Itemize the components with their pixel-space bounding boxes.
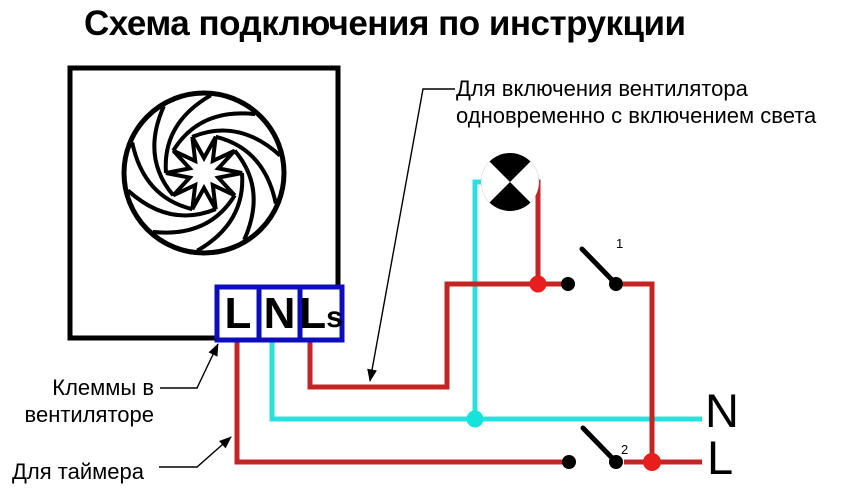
lamp-icon <box>481 153 539 211</box>
wire-lamp-neutral <box>472 179 488 419</box>
leader-light-annotation <box>367 88 455 382</box>
terminals-annotation-line1: Клеммы в <box>52 375 154 400</box>
terminal-block <box>214 284 345 343</box>
wire-ls-to-switch1 <box>307 281 568 390</box>
switch-2 <box>562 425 623 469</box>
terminal-label-n: N <box>259 289 300 339</box>
terminals-annotation-line2: вентиляторе <box>24 402 154 427</box>
fan-impeller-icon <box>121 90 287 256</box>
terminal-letter-sub: s <box>326 301 343 334</box>
switch1-number: 1 <box>616 236 624 251</box>
wire-switch1-down <box>623 281 655 462</box>
terminal-box-ls <box>297 284 345 343</box>
leader-lines <box>159 88 455 468</box>
leader-terminals-annotation <box>160 343 219 389</box>
junction-dot-lamp <box>529 275 547 293</box>
terminal-label-l: L <box>217 289 259 339</box>
switch1-lever <box>579 246 619 287</box>
terminal-letter: L <box>299 289 327 338</box>
junction-dot-neutral <box>466 410 484 428</box>
switch2-number: 2 <box>621 442 629 457</box>
bus-label-line: L <box>707 431 734 484</box>
switch-1 <box>561 246 623 291</box>
light-sync-annotation: Для включения вентилятора одновременно с… <box>456 75 816 129</box>
leader-timer-annotation <box>159 436 232 468</box>
terminal-letter: N <box>263 289 296 338</box>
impeller-hub-star <box>165 135 243 211</box>
terminal-letter: L <box>224 289 252 338</box>
wire-neutral-bus <box>269 340 702 422</box>
light-sync-annotation-line2: одновременно с включением света <box>456 103 817 128</box>
wire-timer-line <box>234 340 569 465</box>
switch2-contact-left <box>562 455 576 469</box>
switch2-lever <box>580 425 619 465</box>
junction-dot-line <box>643 453 661 471</box>
bus-label-neutral: N <box>705 384 739 437</box>
timer-annotation: Для таймера <box>12 459 144 484</box>
page-title: Схема подключения по инструкции <box>84 4 686 43</box>
light-sync-annotation-line1: Для включения вентилятора <box>456 76 748 101</box>
switch1-contact-left <box>561 277 575 291</box>
terminals-annotation: Клеммы в вентиляторе <box>10 374 154 428</box>
